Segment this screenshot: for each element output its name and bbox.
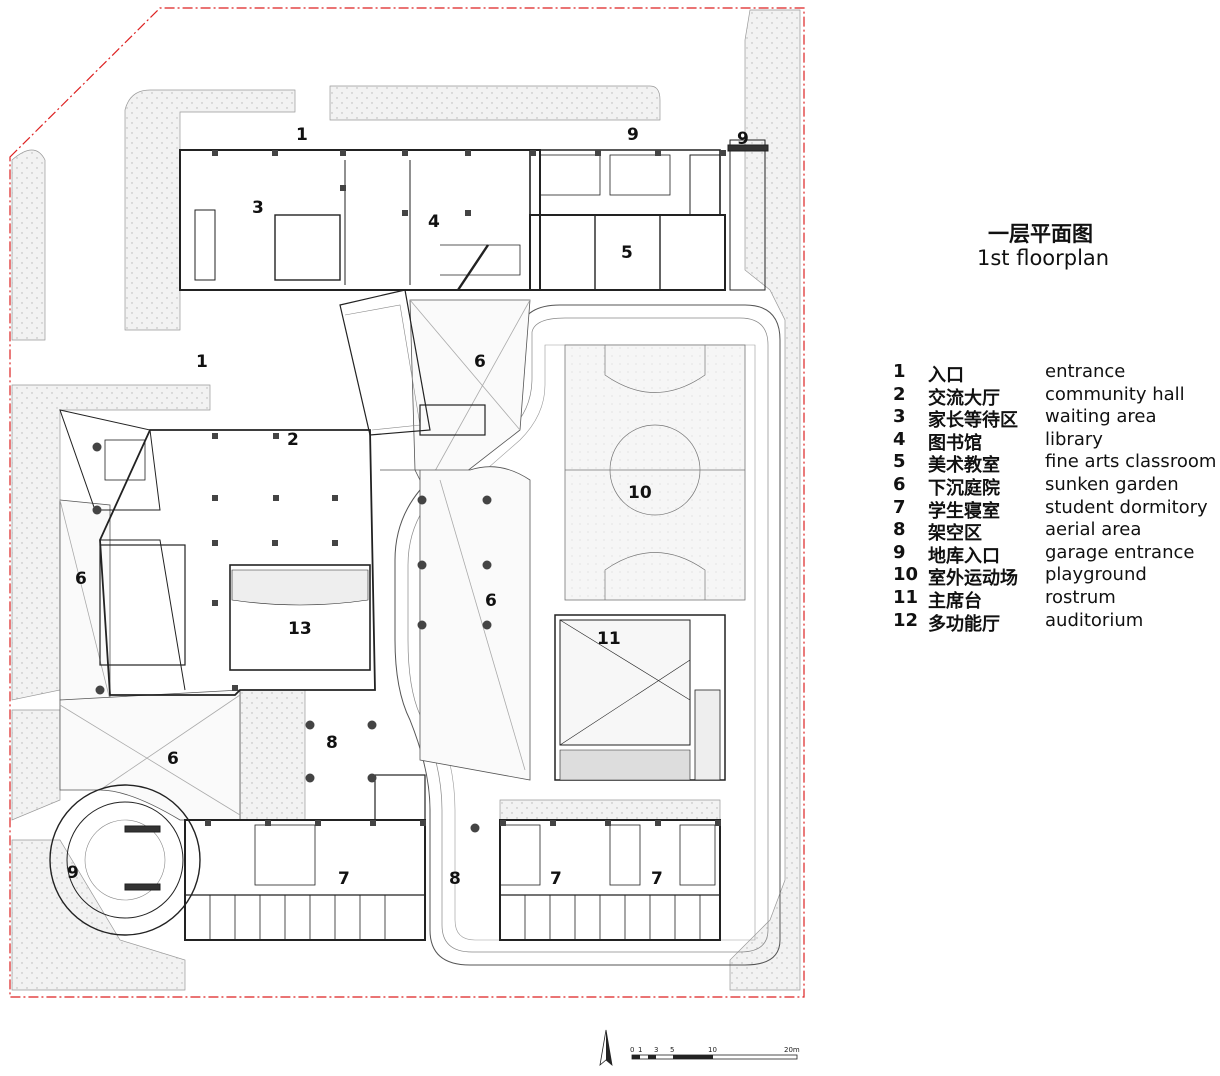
legend-num: 3 bbox=[893, 406, 906, 428]
legend-num: 12 bbox=[893, 609, 919, 631]
label-dorm-mid: 7 bbox=[550, 869, 562, 889]
legend-cn: 交流大厅 bbox=[928, 387, 1000, 409]
legend-item: 12 多功能厅 auditorium bbox=[893, 609, 1218, 635]
scale-tick-20m: 20m bbox=[784, 1046, 800, 1054]
legend-num: 2 bbox=[893, 383, 906, 405]
legend-num: 10 bbox=[893, 564, 919, 586]
label-dorm-left: 7 bbox=[338, 869, 350, 889]
label-aerial-bottom: 8 bbox=[449, 869, 461, 889]
legend-num: 11 bbox=[893, 586, 919, 608]
north-arrow-icon bbox=[599, 1029, 613, 1067]
site-boundary bbox=[9, 7, 805, 998]
legend-num: 7 bbox=[893, 496, 906, 518]
label-art-room: 5 bbox=[621, 243, 633, 263]
legend-cn: 多功能厅 bbox=[928, 613, 1000, 635]
legend-cn: 图书馆 bbox=[928, 432, 982, 454]
legend-item: 9 地库入口 garage entrance bbox=[893, 541, 1218, 567]
legend-num: 8 bbox=[893, 519, 906, 541]
legend-en: auditorium bbox=[1045, 609, 1144, 631]
legend-item: 4 图书馆 library bbox=[893, 428, 1218, 454]
legend-item: 7 学生寝室 student dormitory bbox=[893, 496, 1218, 522]
label-garden-left: 6 bbox=[75, 569, 87, 589]
plan-title-cn: 一层平面图 bbox=[988, 222, 1093, 246]
legend-item: 3 家长等待区 waiting area bbox=[893, 406, 1218, 432]
legend-cn: 架空区 bbox=[928, 523, 982, 545]
legend-en: entrance bbox=[1045, 361, 1126, 382]
legend-en: sunken garden bbox=[1045, 473, 1179, 495]
scale-tick-10: 10 bbox=[708, 1046, 717, 1054]
legend-en: fine arts classroom bbox=[1045, 451, 1217, 473]
rostrum-building bbox=[554, 614, 726, 781]
structural-columns bbox=[92, 150, 726, 833]
central-hall bbox=[59, 289, 486, 696]
legend-item: 5 美术教室 fine arts classroom bbox=[893, 451, 1218, 477]
scale-tick-0: 0 bbox=[630, 1046, 634, 1054]
legend-cn: 地库入口 bbox=[928, 545, 1000, 567]
scale-tick-5: 5 bbox=[670, 1046, 674, 1054]
legend-item: 2 交流大厅 community hall bbox=[893, 383, 1218, 409]
legend-num: 4 bbox=[893, 428, 906, 450]
garage-ramp-north bbox=[727, 139, 769, 291]
legend-item: 8 架空区 aerial area bbox=[893, 519, 1218, 545]
label-waiting: 3 bbox=[252, 198, 264, 218]
legend-en: garage entrance bbox=[1045, 541, 1195, 563]
legend-cn: 主席台 bbox=[928, 590, 982, 612]
legend-en: student dormitory bbox=[1045, 496, 1208, 518]
legend-item: 10 室外运动场 playground bbox=[893, 564, 1218, 590]
legend-cn: 入口 bbox=[928, 365, 964, 386]
legend-cn: 室外运动场 bbox=[928, 568, 1018, 590]
label-auditorium: 13 bbox=[288, 619, 312, 639]
north-wing bbox=[179, 149, 726, 291]
scale-tick-3: 3 bbox=[654, 1046, 658, 1054]
label-rostrum: 11 bbox=[597, 629, 621, 649]
legend-cn: 学生寝室 bbox=[928, 500, 1000, 522]
dormitory-wing bbox=[184, 774, 721, 941]
label-library: 4 bbox=[428, 212, 440, 232]
legend-item: 1 入口 entrance bbox=[893, 361, 1218, 386]
legend-item: 11 主席台 rostrum bbox=[893, 586, 1218, 612]
label-entrance-top: 1 bbox=[296, 125, 308, 145]
garage-ramp bbox=[49, 784, 201, 936]
legend-en: rostrum bbox=[1045, 586, 1116, 608]
room-labels: 1 1 2 3 4 5 6 6 6 6 7 7 7 8 8 9 9 9 10 1… bbox=[67, 125, 749, 889]
label-garden-right: 6 bbox=[485, 591, 497, 611]
legend-num: 6 bbox=[893, 473, 906, 495]
label-hall: 2 bbox=[287, 430, 299, 450]
legend-en: community hall bbox=[1045, 383, 1185, 405]
label-garden-mid: 6 bbox=[474, 352, 486, 372]
legend-item: 6 下沉庭院 sunken garden bbox=[893, 473, 1218, 499]
legend-en: library bbox=[1045, 428, 1103, 450]
legend: 1 入口 entrance 2 交流大厅 community hall 3 家长… bbox=[893, 361, 1218, 635]
label-aerial-center: 8 bbox=[326, 733, 338, 753]
legend-cn: 美术教室 bbox=[928, 455, 1000, 477]
label-garage-topright: 9 bbox=[737, 129, 749, 149]
label-entrance-left: 1 bbox=[196, 352, 208, 372]
label-playground: 10 bbox=[628, 483, 652, 503]
label-dorm-right: 7 bbox=[651, 869, 663, 889]
legend-cn: 家长等待区 bbox=[928, 410, 1018, 432]
scale-tick-1: 1 bbox=[638, 1046, 642, 1054]
landscape-areas bbox=[11, 9, 801, 991]
legend-cn: 下沉庭院 bbox=[928, 477, 1000, 499]
sports-field bbox=[394, 304, 781, 966]
label-garden-bottom: 6 bbox=[167, 749, 179, 769]
legend-num: 1 bbox=[893, 361, 906, 382]
plan-title-en: 1st floorplan bbox=[977, 246, 1110, 270]
legend-en: playground bbox=[1045, 564, 1147, 586]
legend-num: 5 bbox=[893, 451, 906, 473]
legend-num: 9 bbox=[893, 541, 906, 563]
scale-bar: 0 1 3 5 10 20m bbox=[630, 1046, 800, 1060]
label-garage-top: 9 bbox=[627, 125, 639, 145]
legend-en: aerial area bbox=[1045, 519, 1142, 541]
legend-en: waiting area bbox=[1045, 406, 1157, 428]
label-garage-left: 9 bbox=[67, 863, 79, 883]
